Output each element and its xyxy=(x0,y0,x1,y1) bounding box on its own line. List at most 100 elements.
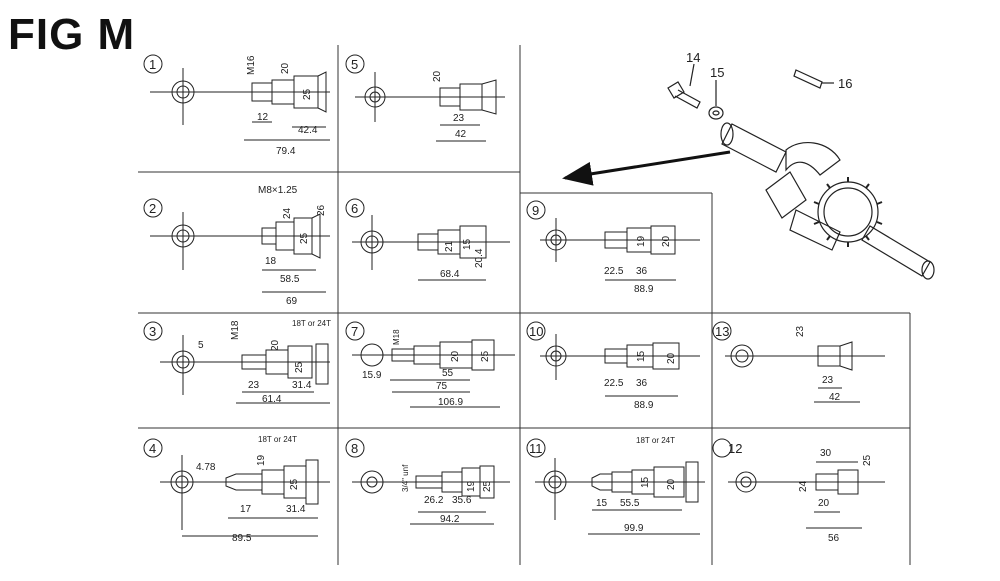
panel-12-number: 12 xyxy=(728,441,742,456)
panel-5-dim: 20 xyxy=(432,70,443,82)
panel-7-dim: 15.9 xyxy=(362,370,382,381)
panel-3-dim: M18 xyxy=(230,320,241,340)
panel-7-dim: 55 xyxy=(442,368,454,379)
panel-9-dim: 36 xyxy=(636,266,648,277)
panel-1-number: 1 xyxy=(149,57,156,72)
panel-7-dim: 25 xyxy=(480,350,491,362)
panel-6 xyxy=(345,198,510,281)
panel-3-dim: 20 xyxy=(270,339,281,351)
panel-8-dim: 94.2 xyxy=(440,514,460,525)
panel-11-dim: 18T or 24T xyxy=(636,436,675,445)
panel-2-dim: 25 xyxy=(299,232,310,244)
pointer-arrow xyxy=(562,150,731,186)
panel-10-dim: 36 xyxy=(636,378,648,389)
panel-11-dim: 20 xyxy=(666,478,677,490)
panel-2 xyxy=(143,198,330,293)
panel-1-dim: 25 xyxy=(302,88,313,100)
crankshaft-drawing xyxy=(667,63,935,280)
callout-16: 16 xyxy=(838,76,852,91)
panel-4-dim: 31.4 xyxy=(286,504,306,515)
panel-12-dim: 25 xyxy=(862,454,873,466)
panel-6-dim: 15 xyxy=(462,238,473,250)
panel-6-dim: 68.4 xyxy=(440,269,460,280)
panel-7-number: 7 xyxy=(351,324,358,339)
panel-10-labels: 10 15 20 22.5 36 88.9 xyxy=(529,324,677,411)
figure-title: FIG M xyxy=(8,10,136,59)
panel-12-dim: 30 xyxy=(820,448,832,459)
grid-lines xyxy=(138,45,911,565)
panel-8-dim: 26.2 xyxy=(424,495,444,506)
panel-4-dim: 18T or 24T xyxy=(258,435,297,444)
panel-10-dim: 15 xyxy=(636,350,647,362)
panel-4-number: 4 xyxy=(149,441,156,456)
panel-3 xyxy=(143,321,330,404)
panel-12-labels: 12 30 25 24 20 56 xyxy=(728,441,873,544)
panel-4-dim: 19 xyxy=(256,454,267,466)
panel-1-dim: 12 xyxy=(257,112,269,123)
panel-13-dim: 23 xyxy=(822,375,834,386)
panel-3-number: 3 xyxy=(149,324,156,339)
panel-3-labels: 3 5 M18 20 25 23 31.4 61.4 18T or 24T xyxy=(149,319,331,405)
panel-8-dim: 25 xyxy=(482,480,493,492)
panel-1 xyxy=(143,54,330,141)
panel-3-dim: 23 xyxy=(248,380,260,391)
panel-2-dim: 58.5 xyxy=(280,274,300,285)
panel-4-dim: 4.78 xyxy=(196,462,216,473)
panel-2-dim: 24 xyxy=(282,207,293,219)
panel-12-dim: 20 xyxy=(818,498,830,509)
panel-3-dim: 25 xyxy=(294,361,305,373)
panel-6-number: 6 xyxy=(351,201,358,216)
panel-9-dim: 22.5 xyxy=(604,266,624,277)
panel-3-dim: 18T or 24T xyxy=(292,319,331,328)
panel-3-dim: 61.4 xyxy=(262,394,282,405)
callout-15: 15 xyxy=(710,65,724,80)
panel-11-dim: 15 xyxy=(596,498,608,509)
panel-10-dim: 20 xyxy=(666,352,677,364)
panel-8-dim: 3/4" unf xyxy=(401,464,410,492)
panel-5-dim: 23 xyxy=(453,113,465,124)
panel-4-dim: 89.5 xyxy=(232,533,252,544)
panel-2-labels: 2 M8×1.25 24 26 25 18 58.5 69 xyxy=(149,185,327,307)
panel-8-labels: 8 3/4" unf 19 25 26.2 35.6 94.2 xyxy=(351,441,493,525)
panel-13-labels: 13 23 23 42 xyxy=(715,324,841,403)
panel-12 xyxy=(712,438,885,529)
panel-2-dim: 69 xyxy=(286,296,298,307)
panel-10-number: 10 xyxy=(529,324,543,339)
panel-1-dim: 20 xyxy=(280,62,291,74)
panel-2-dim: 26 xyxy=(316,204,327,216)
panel-4-dim: 17 xyxy=(240,504,252,515)
panel-13 xyxy=(712,321,885,403)
panel-7-dim: 106.9 xyxy=(438,397,463,408)
panel-11-dim: 55.5 xyxy=(620,498,640,509)
panel-7-dim: 20 xyxy=(450,350,461,362)
panel-2-dim: M8×1.25 xyxy=(258,185,298,196)
panel-3-dim: 5 xyxy=(198,340,204,351)
panel-5-dim: 42 xyxy=(455,129,467,140)
panel-11-labels: 11 15 20 15 55.5 99.9 18T or 24T xyxy=(529,436,677,534)
panel-13-dim: 42 xyxy=(829,392,841,403)
panel-7-labels: 7 M18 20 25 15.9 55 75 106.9 xyxy=(351,324,491,408)
panel-9-dim: 19 xyxy=(636,235,647,247)
panel-8 xyxy=(345,438,510,525)
panel-1-dim: M16 xyxy=(246,55,257,75)
panel-6-labels: 6 21 15 20.4 68.4 xyxy=(351,201,485,280)
panel-9-number: 9 xyxy=(532,203,539,218)
panel-2-number: 2 xyxy=(149,201,156,216)
panel-8-dim: 35.6 xyxy=(452,495,472,506)
panel-4-labels: 4 4.78 19 25 17 31.4 89.5 18T or 24T xyxy=(149,435,306,544)
panel-4-dim: 25 xyxy=(289,478,300,490)
panel-4 xyxy=(143,438,330,537)
panel-8-dim: 19 xyxy=(466,480,477,492)
panel-8-number: 8 xyxy=(351,441,358,456)
panel-7-dim: 75 xyxy=(436,381,448,392)
panel-10-dim: 22.5 xyxy=(604,378,624,389)
panel-2-dim: 18 xyxy=(265,256,277,267)
panel-13-dim: 23 xyxy=(795,325,806,337)
panel-12-dim: 56 xyxy=(828,533,840,544)
panel-7-dim: M18 xyxy=(392,329,401,345)
panel-6-dim: 21 xyxy=(444,240,455,252)
panel-9-dim: 20 xyxy=(661,235,672,247)
panel-5-number: 5 xyxy=(351,57,358,72)
panel-11 xyxy=(526,438,705,535)
